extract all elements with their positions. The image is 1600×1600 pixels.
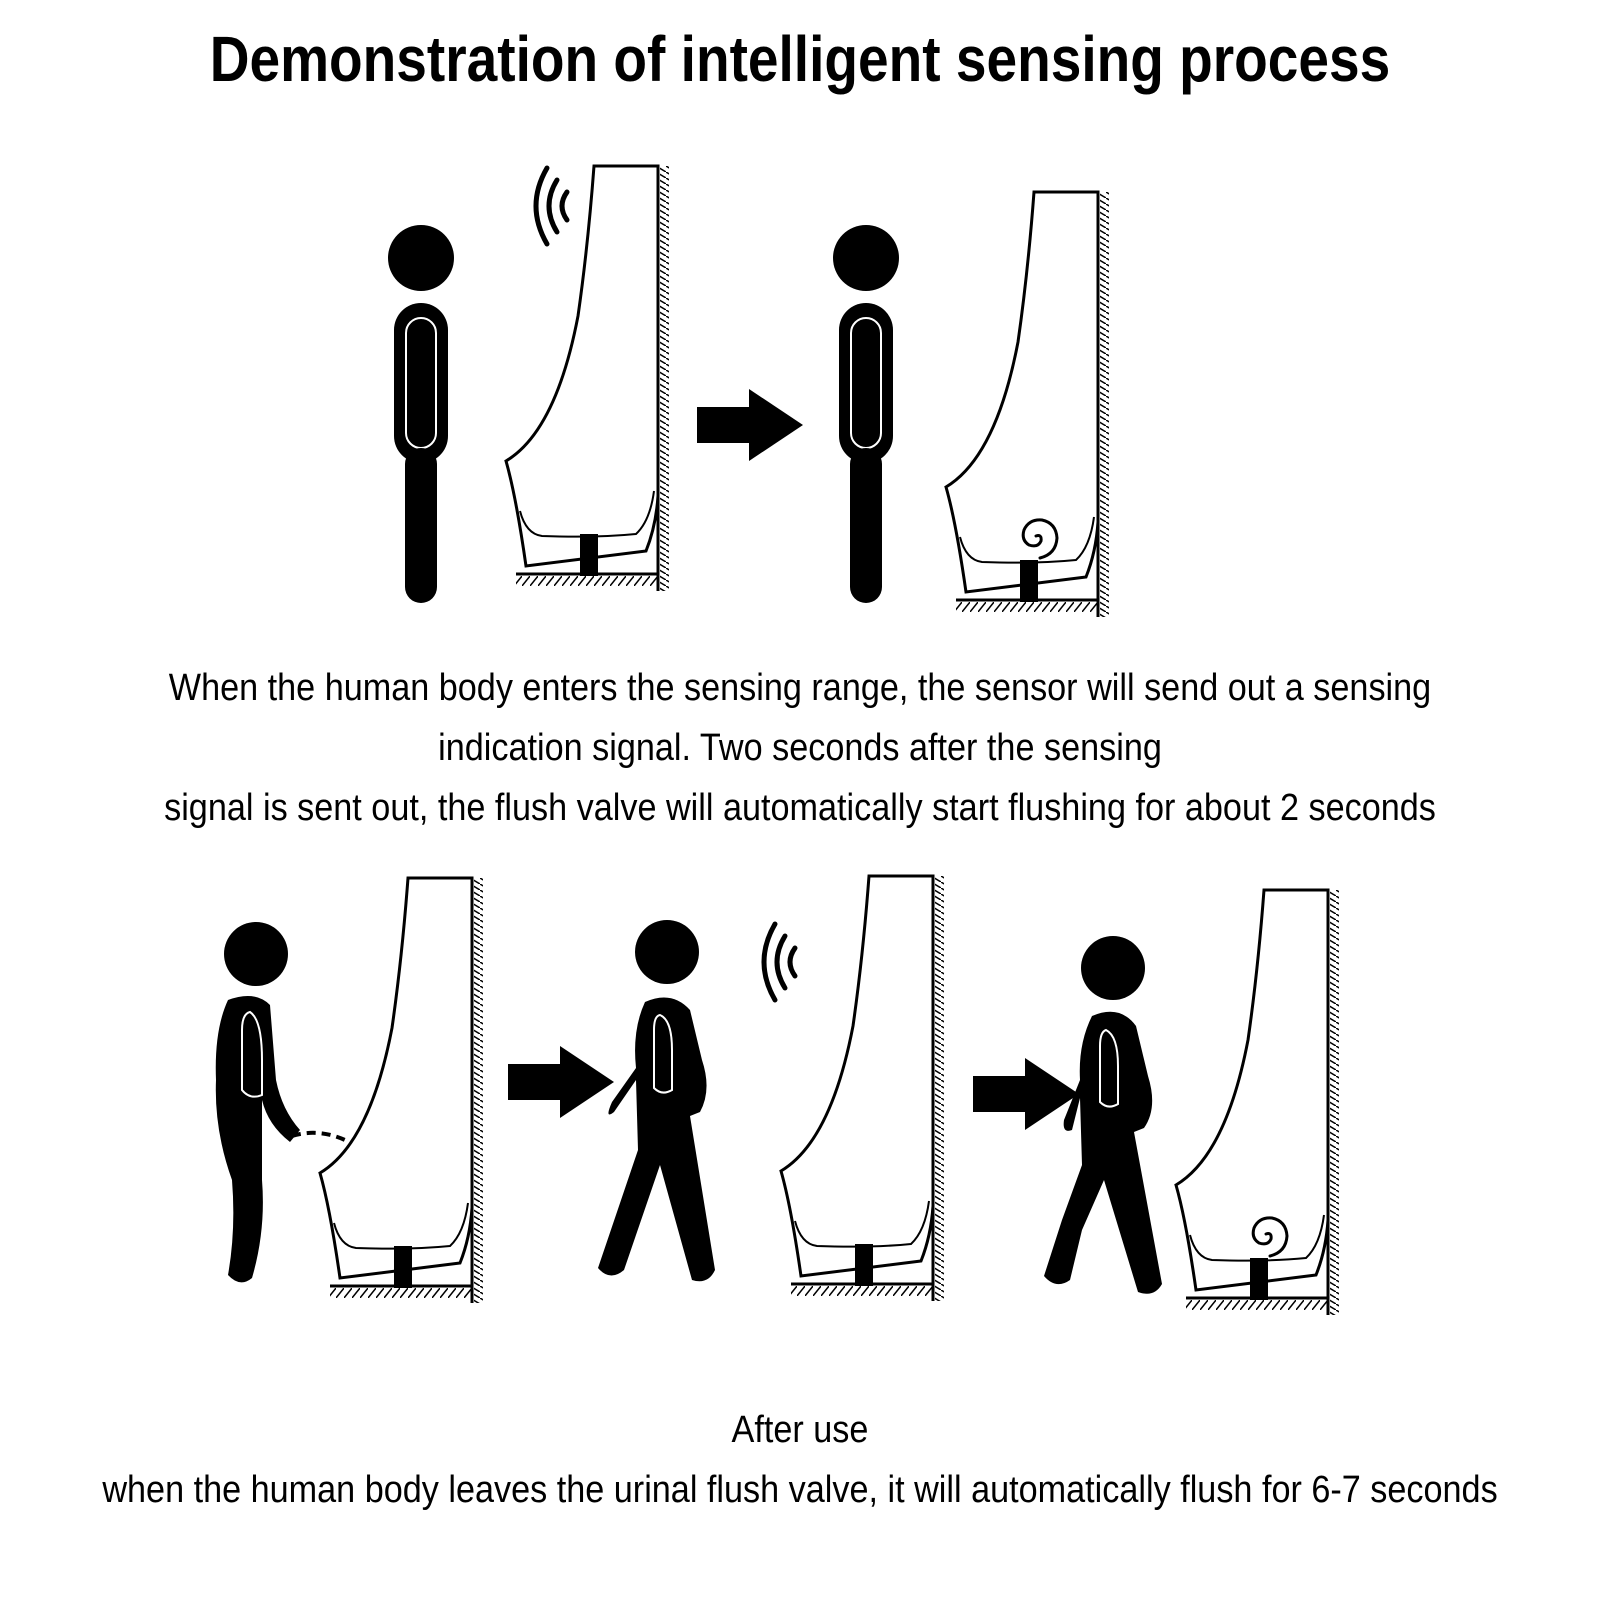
step2-heading: After use (731, 1409, 869, 1451)
urinal-icon (944, 190, 1111, 619)
arrow-right-icon (973, 1058, 1079, 1130)
arrow-right-icon (508, 1046, 614, 1118)
person-icon (1044, 936, 1162, 1294)
signal-wave-icon (764, 924, 795, 1000)
urinal-icon (318, 876, 485, 1305)
page-title: Demonstration of intelligent sensing pro… (209, 23, 1391, 95)
step2-text: when the human body leaves the urinal fl… (102, 1469, 1498, 1511)
arrow-right-icon (697, 389, 803, 461)
person-icon (215, 922, 346, 1283)
step1-description: When the human body enters the sensing r… (80, 658, 1520, 838)
person-icon (387, 224, 455, 604)
step2-description: After use when the human body leaves the… (80, 1400, 1520, 1520)
step1-line: When the human body enters the sensing r… (168, 667, 1432, 709)
urinal-icon (504, 164, 671, 593)
person-icon (832, 224, 900, 604)
signal-wave-icon (536, 168, 567, 244)
urinal-icon (779, 874, 946, 1303)
step1-line: indication signal. Two seconds after the… (438, 727, 1162, 769)
step1-line: signal is sent out, the flush valve will… (164, 787, 1436, 829)
person-icon (598, 920, 715, 1282)
urinal-icon (1174, 888, 1341, 1317)
